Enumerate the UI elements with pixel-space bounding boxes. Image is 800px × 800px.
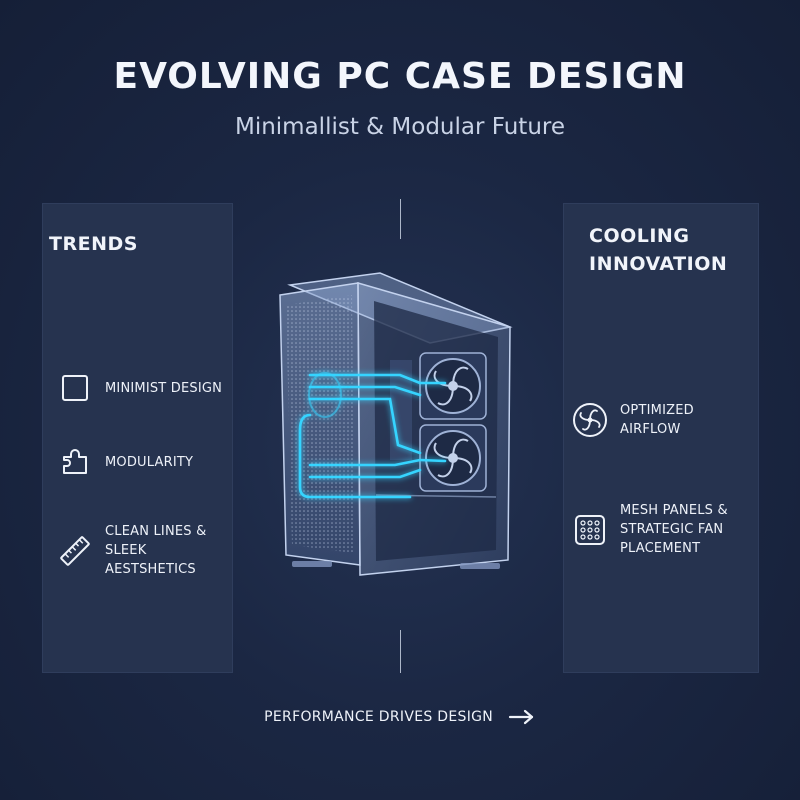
trend-label-minimist: MINIMIST DESIGN bbox=[105, 380, 223, 396]
footer-tagline: PERFORMANCE DRIVES DESIGN bbox=[0, 708, 800, 726]
cooling-item-airflow: OPTIMIZED AIRFLOW bbox=[572, 401, 758, 439]
divider-bottom bbox=[400, 630, 401, 673]
trend-label-clean-lines-line2: SLEEK AESTSHETICS bbox=[105, 543, 196, 577]
divider-top bbox=[400, 199, 401, 239]
cooling-label-mesh-line2: STRATEGIC FAN PLACEMENT bbox=[620, 522, 724, 556]
page-subtitle: Minimallist & Modular Future bbox=[234, 114, 566, 140]
cooling-label-airflow: OPTIMIZED AIRFLOW bbox=[620, 403, 694, 437]
cooling-title-line1: COOLING bbox=[589, 225, 690, 247]
cooling-label-mesh-line1: MESH PANELS & bbox=[620, 503, 728, 518]
cooling-title-line2: INNOVATION bbox=[589, 253, 728, 275]
trend-item-clean-lines: CLEAN LINES & SLEEK AESTSHETICS bbox=[57, 522, 232, 579]
cooling-panel: COOLING INNOVATION OPTIMIZED AIRFLOW bbox=[563, 203, 759, 673]
square-icon bbox=[57, 370, 93, 406]
trends-panel: TRENDS MINIMIST DESIGN MODULARITY bbox=[42, 203, 233, 673]
trends-title: TRENDS bbox=[49, 233, 138, 255]
ruler-icon bbox=[57, 533, 93, 569]
puzzle-piece-icon bbox=[57, 444, 93, 480]
trend-label-clean-lines-line1: CLEAN LINES & bbox=[105, 524, 207, 539]
trend-label-modularity: MODULARITY bbox=[105, 454, 194, 470]
cooling-item-mesh: MESH PANELS & STRATEGIC FAN PLACEMENT bbox=[572, 501, 758, 558]
case-fan-top bbox=[419, 352, 487, 420]
fan-icon bbox=[572, 402, 608, 438]
footer-text: PERFORMANCE DRIVES DESIGN bbox=[264, 709, 494, 725]
arrow-right-icon bbox=[508, 709, 533, 725]
trend-item-minimist: MINIMIST DESIGN bbox=[57, 370, 222, 406]
pc-case-illustration bbox=[270, 265, 530, 595]
page-title: EVOLVING PC CASE DESIGN bbox=[113, 56, 687, 97]
mesh-panel-icon bbox=[572, 512, 608, 548]
trend-item-modularity: MODULARITY bbox=[57, 444, 193, 480]
case-fan-bottom bbox=[419, 424, 487, 492]
cooling-label-mesh: MESH PANELS & STRATEGIC FAN PLACEMENT bbox=[620, 501, 758, 558]
cooling-title: COOLING INNOVATION bbox=[589, 222, 749, 278]
trend-label-clean-lines: CLEAN LINES & SLEEK AESTSHETICS bbox=[105, 522, 232, 579]
cooling-flow-lines bbox=[298, 373, 447, 499]
